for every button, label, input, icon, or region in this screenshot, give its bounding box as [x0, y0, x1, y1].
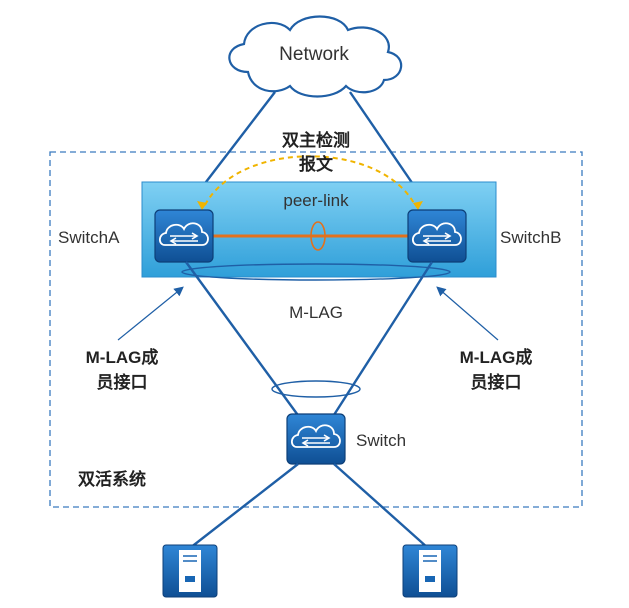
member-right-line2: 员接口 [471, 372, 522, 392]
member-right-line1: M-LAG成 [460, 347, 533, 367]
switch-b-icon [407, 209, 467, 263]
peer-link-bundle [310, 221, 326, 251]
detection-arrow-right [413, 201, 423, 210]
server-icon [162, 544, 218, 598]
server-link-left [189, 463, 299, 549]
member-left-line1: M-LAG成 [86, 347, 159, 367]
detection-arrow-left [197, 201, 207, 210]
mlag-label: M-LAG [289, 303, 343, 322]
access-bundle-ellipse [271, 380, 361, 398]
switch-a-icon [154, 209, 214, 263]
server-icon [402, 544, 458, 598]
mlag-bundle-ellipse [181, 263, 451, 281]
system-label: 双活系统 [78, 469, 146, 489]
detection-arc [204, 155, 416, 206]
member-arrow-right [436, 286, 499, 341]
detection-label-line1: 双主检测 [282, 130, 350, 150]
peer-link-label: peer-link [283, 191, 349, 210]
switch-label: Switch [356, 431, 406, 450]
downlink-a [185, 261, 301, 419]
server-link-right [333, 463, 429, 549]
switch-icon [286, 413, 346, 465]
downlink-b [330, 261, 434, 419]
member-left-line2: 员接口 [97, 372, 148, 392]
switch-b-label: SwitchB [500, 228, 561, 247]
member-arrow-left [117, 286, 184, 341]
cloud-label: Network [279, 44, 349, 65]
detection-label-line2: 报文 [299, 154, 334, 174]
dual-active-system-border [49, 151, 583, 508]
switch-a-label: SwitchA [58, 228, 120, 247]
cloud-icon [228, 15, 403, 98]
